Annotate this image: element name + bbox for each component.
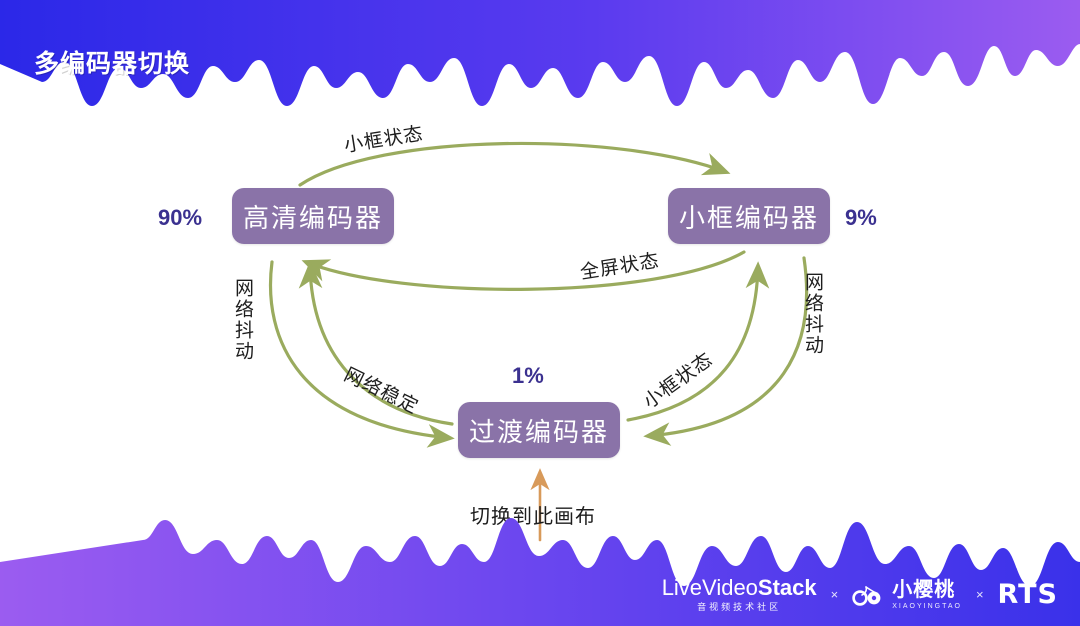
xiaoyingtao-cn: 小樱桃 <box>892 578 956 601</box>
percent-hd-encoder: 90% <box>158 205 203 230</box>
edge-transition-to-hd <box>298 261 454 426</box>
node-hd-encoder[interactable]: 高清编码器 <box>232 188 394 244</box>
node-small-frame-encoder-label: 小框编码器 <box>678 203 819 234</box>
percent-transition-encoder: 1% <box>512 363 544 388</box>
livevideostack-live: Live <box>661 575 703 600</box>
edge-label-hd-to-transition: 网络抖动 <box>232 278 254 362</box>
node-transition-encoder-label: 过渡编码器 <box>468 417 609 448</box>
livevideostack-video: Video <box>702 575 758 600</box>
callout-label-switch-canvas: 切换到此画布 <box>470 504 596 528</box>
edge-hd-to-transition <box>268 260 455 448</box>
xiaoyingtao-en: XIAOYINGTAO <box>892 602 962 610</box>
xiaoyingtao-logo: 小樱桃 XIAOYINGTAO <box>852 580 962 610</box>
node-small-frame-encoder[interactable]: 小框编码器 <box>668 188 830 244</box>
livevideostack-stack: Stack <box>757 575 817 600</box>
page-title: 多编码器切换 <box>34 49 191 78</box>
edge-hd-to-small <box>298 141 731 187</box>
livevideostack-logo: LiveVideoStack 音视频技术社区 <box>662 577 817 612</box>
xiaoyingtao-wordmark: 小樱桃 XIAOYINGTAO <box>892 580 962 610</box>
footer-logo-lockup: LiveVideoStack 音视频技术社区 × 小樱桃 XIAOYINGTAO… <box>662 577 1058 612</box>
logo-separator-1: × <box>830 587 839 602</box>
livevideostack-tagline: 音视频技术社区 <box>697 602 782 612</box>
edge-small-to-transition <box>643 256 809 446</box>
edge-small-to-hd <box>301 250 746 291</box>
cherry-icon <box>852 585 881 606</box>
percent-small-frame-encoder: 9% <box>845 205 877 230</box>
livevideostack-wordmark: LiveVideoStack <box>662 577 817 599</box>
logo-separator-2: × <box>975 587 984 602</box>
edge-label-transition-to-small: 网络抖动 <box>802 272 824 356</box>
node-transition-encoder[interactable]: 过渡编码器 <box>458 402 620 458</box>
rts-logo: RTS <box>997 579 1058 610</box>
edge-transition-to-small <box>626 261 770 422</box>
node-hd-encoder-label: 高清编码器 <box>242 203 383 234</box>
